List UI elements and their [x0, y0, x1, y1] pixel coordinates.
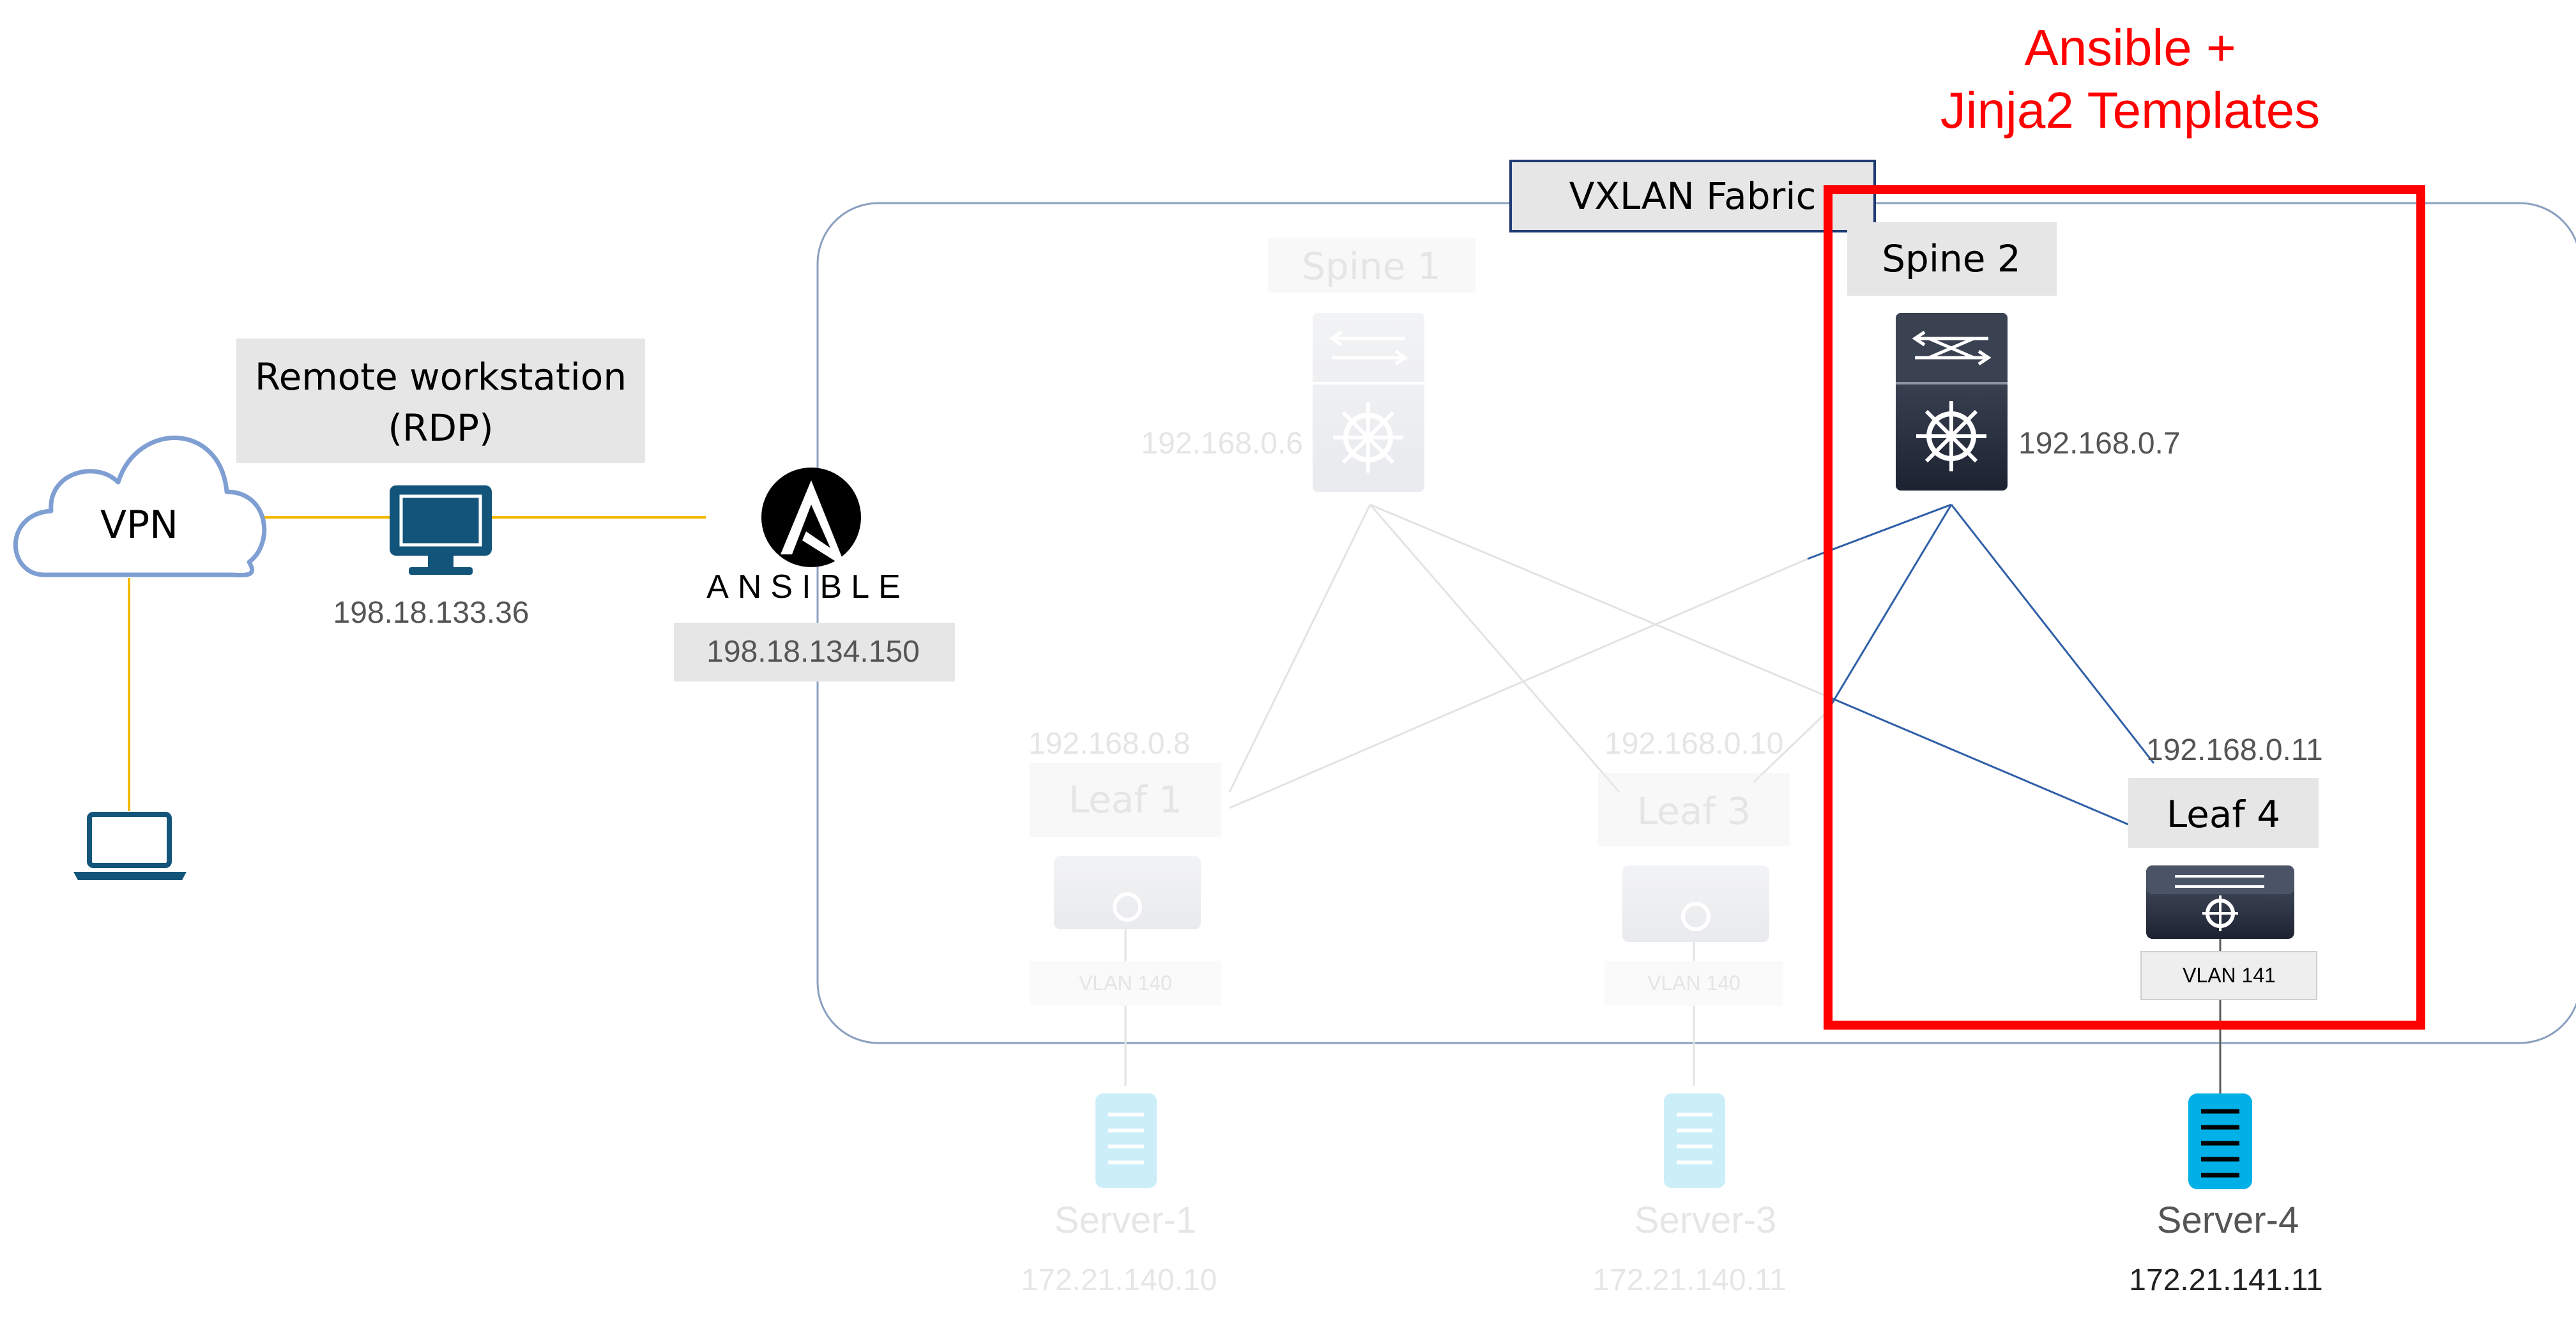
server-4: Server-4 172.21.141.11 — [2129, 1093, 2323, 1297]
server-1-name: Server-1 — [1055, 1199, 1196, 1241]
leaf-1-ip: 192.168.0.8 — [1028, 727, 1191, 761]
spine-2: Spine 2 192.168.0.7 — [1847, 222, 2181, 491]
highlight-title: Ansible + Jinja2 Templates — [1940, 19, 2320, 139]
fabric-label: VXLAN Fabric — [1569, 174, 1817, 218]
leaf-1-vlan: VLAN 140 — [1079, 971, 1172, 994]
vpn-cloud: VPN — [13, 436, 266, 577]
server-4-name: Server-4 — [2157, 1199, 2299, 1241]
title-line2: Jinja2 Templates — [1940, 82, 2320, 139]
spine-1: Spine 1 192.168.0.6 — [1141, 238, 1475, 492]
leaf-1-switch-icon — [1054, 856, 1201, 929]
cloud-icon — [13, 436, 266, 577]
server-3: Server-3 172.21.140.11 — [1592, 1093, 1787, 1297]
server-1: Server-1 172.21.140.10 — [1021, 1093, 1217, 1297]
workstation-label-line2: (RDP) — [388, 406, 493, 450]
link-spine2-leaf1-faded — [1229, 558, 1808, 809]
workstation-label-line1: Remote workstation — [255, 355, 627, 399]
ansible-jinja2-highlight-box — [1824, 185, 2425, 1030]
link-spine2-leaf3 — [1825, 504, 1953, 713]
leaf-4: 192.168.0.11 Leaf 4 VLAN 141 — [2128, 733, 2323, 1000]
server-3-ip: 172.21.140.11 — [1592, 1263, 1786, 1297]
server-3-icon — [1664, 1093, 1725, 1188]
workstation-label-box: Remote workstation (RDP) — [236, 339, 645, 463]
spine-1-label: Spine 1 — [1302, 245, 1441, 288]
server-3-name: Server-3 — [1635, 1199, 1776, 1241]
spine-1-switch-icon — [1313, 313, 1424, 492]
spine-2-label: Spine 2 — [1882, 237, 2021, 280]
leaf-4-vlan: VLAN 141 — [2183, 964, 2276, 987]
leaf-4-label: Leaf 4 — [2167, 793, 2280, 836]
fabric-label-box: VXLAN Fabric — [1509, 160, 1876, 232]
link-spine1-leaf4 — [1826, 695, 2135, 828]
leaf-4-switch-icon — [2146, 865, 2294, 939]
link-spine1-leaf4-faded — [1369, 503, 1827, 697]
leaf-3-switch-icon — [1622, 865, 1769, 942]
workstation-ip: 198.18.133.36 — [333, 596, 530, 630]
monitor-icon — [390, 485, 492, 575]
leaf-3: 192.168.0.10 Leaf 3 VLAN 140 — [1598, 727, 1790, 1006]
leaf-4-ip: 192.168.0.11 — [2146, 733, 2323, 767]
spine-1-ip: 192.168.0.6 — [1141, 427, 1303, 461]
spine-2-switch-icon — [1896, 313, 2008, 491]
spine-2-ip: 192.168.0.7 — [2018, 427, 2181, 461]
server-4-ip: 172.21.141.11 — [2129, 1263, 2322, 1297]
active-links — [1807, 503, 2155, 828]
ansible-logo: ANSIBLE 198.18.134.150 — [674, 468, 955, 681]
server-1-icon — [1095, 1093, 1157, 1188]
ansible-ip: 198.18.134.150 — [706, 635, 920, 669]
leaf-3-label: Leaf 3 — [1637, 789, 1751, 833]
access-links — [128, 516, 706, 811]
leaf-3-vlan: VLAN 140 — [1647, 971, 1741, 994]
server-4-icon — [2188, 1093, 2252, 1189]
leaf-3-ip: 192.168.0.10 — [1604, 727, 1783, 761]
link-spine2-leaf4 — [1950, 504, 2155, 764]
vpn-label: VPN — [100, 503, 178, 547]
link-spine2-leaf3-faded — [1752, 711, 1828, 784]
ansible-wordmark: ANSIBLE — [706, 568, 910, 605]
leaf-1-label: Leaf 1 — [1069, 778, 1182, 821]
title-line1: Ansible + — [2024, 19, 2236, 76]
link-spine1-leaf1 — [1228, 504, 1371, 793]
faded-links — [1228, 503, 1828, 809]
link-spine1-leaf3 — [1369, 504, 1620, 793]
laptop-icon — [73, 812, 187, 880]
server-1-ip: 172.21.140.10 — [1021, 1263, 1217, 1297]
leaf-1: 192.168.0.8 Leaf 1 VLAN 140 — [1028, 727, 1221, 1006]
